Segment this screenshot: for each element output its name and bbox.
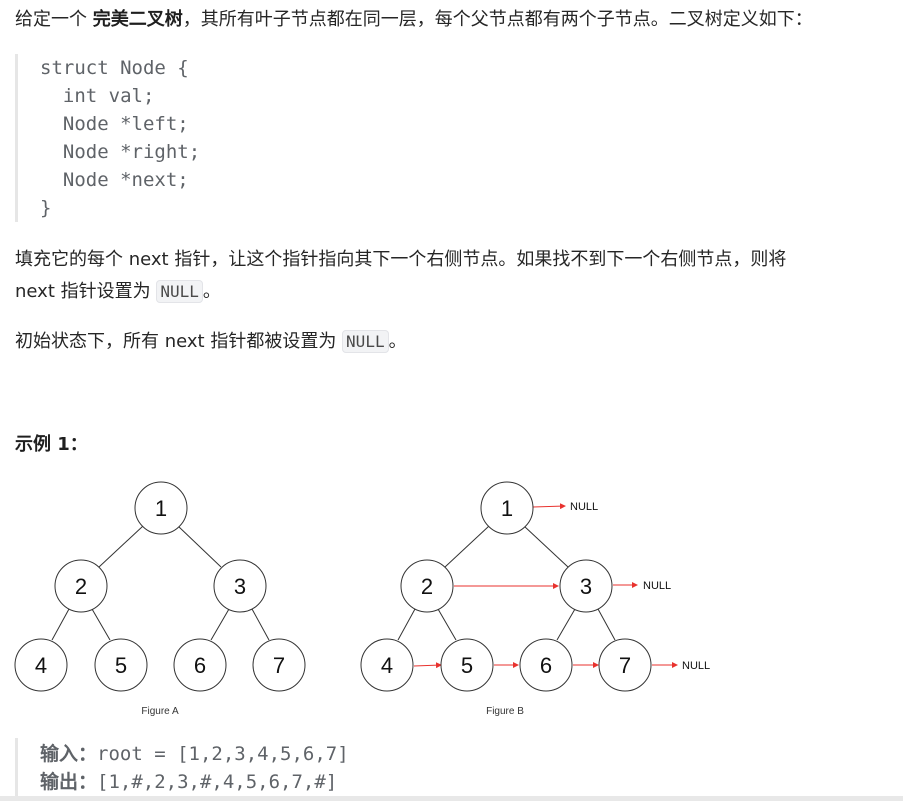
code-line: struct Node {	[40, 57, 189, 79]
horizontal-scrollbar[interactable]	[0, 796, 903, 801]
code-line: Node *right;	[40, 141, 201, 163]
null-label: NULL	[682, 660, 710, 672]
para2-line2-suffix: 。	[202, 281, 221, 302]
example-io-block: 输入：root = [1,2,3,4,5,6,7] 输出：[1,#,2,3,#,…	[15, 738, 878, 796]
intro-paragraph: 给定一个 完美二叉树，其所有叶子节点都在同一层，每个父节点都有两个子节点。二叉树…	[15, 4, 813, 36]
node-label: 6	[540, 653, 552, 678]
tree-node	[94, 638, 148, 692]
node-label: 7	[273, 653, 285, 678]
node-label: 5	[461, 653, 473, 678]
para3-prefix: 初始状态下，所有 next 指针都被设置为	[15, 331, 343, 352]
tree-node	[440, 638, 494, 692]
figure-b-caption: Figure B	[486, 706, 524, 717]
figure-a-caption: Figure A	[141, 706, 179, 717]
node-label: 2	[421, 574, 433, 599]
tree-node	[480, 481, 534, 535]
node-label: 3	[580, 574, 592, 599]
node-label: 4	[381, 653, 393, 678]
para3-suffix: 。	[388, 331, 407, 352]
null-code: NULL	[342, 330, 389, 353]
output-label: 输出：	[40, 771, 98, 793]
output-line: 输出：[1,#,2,3,#,4,5,6,7,#]	[40, 768, 337, 796]
tree-node	[252, 638, 306, 692]
struct-code-block: struct Node { int val; Node *left; Node …	[15, 54, 878, 222]
node-label: 1	[155, 496, 167, 521]
tree-node	[173, 638, 227, 692]
node-label: 7	[619, 653, 631, 678]
intro-bold-term: 完美二叉树	[92, 9, 183, 30]
node-label: 2	[75, 574, 87, 599]
initial-state-description: 初始状态下，所有 next 指针都被设置为 NULL。	[15, 326, 407, 358]
null-label: NULL	[570, 501, 598, 513]
node-label: 1	[501, 496, 513, 521]
input-label: 输入：	[40, 743, 98, 765]
tree-node	[360, 638, 414, 692]
figure-b: 1 2 3 4 5 6 7 NULL NULL NULL Figure B	[360, 481, 710, 717]
figure-a: 1 2 3 4 5 6 7 Figure A	[14, 481, 306, 717]
code-line: int val;	[40, 85, 155, 107]
null-label: NULL	[643, 580, 671, 592]
para2-line2-prefix: next 指针设置为	[15, 281, 157, 302]
tree-node	[14, 638, 68, 692]
input-value: root = [1,2,3,4,5,6,7]	[97, 743, 349, 765]
code-line: Node *left;	[40, 113, 189, 135]
tree-node	[400, 559, 454, 613]
tree-node	[54, 559, 108, 613]
next-pointer-description: 填充它的每个 next 指针，让这个指针指向其下一个右侧节点。如果找不到下一个右…	[15, 244, 786, 308]
intro-prefix: 给定一个	[15, 9, 93, 30]
intro-suffix: ，其所有叶子节点都在同一层，每个父节点都有两个子节点。二叉树定义如下：	[182, 9, 813, 30]
output-value: [1,#,2,3,#,4,5,6,7,#]	[97, 771, 338, 793]
node-label: 5	[115, 653, 127, 678]
code-line: Node *next;	[40, 169, 189, 191]
node-label: 3	[234, 574, 246, 599]
code-line: }	[40, 197, 52, 219]
tree-figures: 1 2 3 4 5 6 7 Figure A	[14, 481, 710, 717]
tree-node	[519, 638, 573, 692]
tree-node	[134, 481, 188, 535]
node-label: 6	[194, 653, 206, 678]
node-label: 4	[35, 653, 47, 678]
input-line: 输入：root = [1,2,3,4,5,6,7]	[40, 740, 349, 768]
example-title: 示例 1：	[15, 434, 88, 455]
null-code: NULL	[156, 280, 203, 303]
tree-node	[598, 638, 652, 692]
para2-line1: 填充它的每个 next 指针，让这个指针指向其下一个右侧节点。如果找不到下一个右…	[15, 249, 787, 270]
tree-node	[559, 559, 613, 613]
tree-node	[213, 559, 267, 613]
